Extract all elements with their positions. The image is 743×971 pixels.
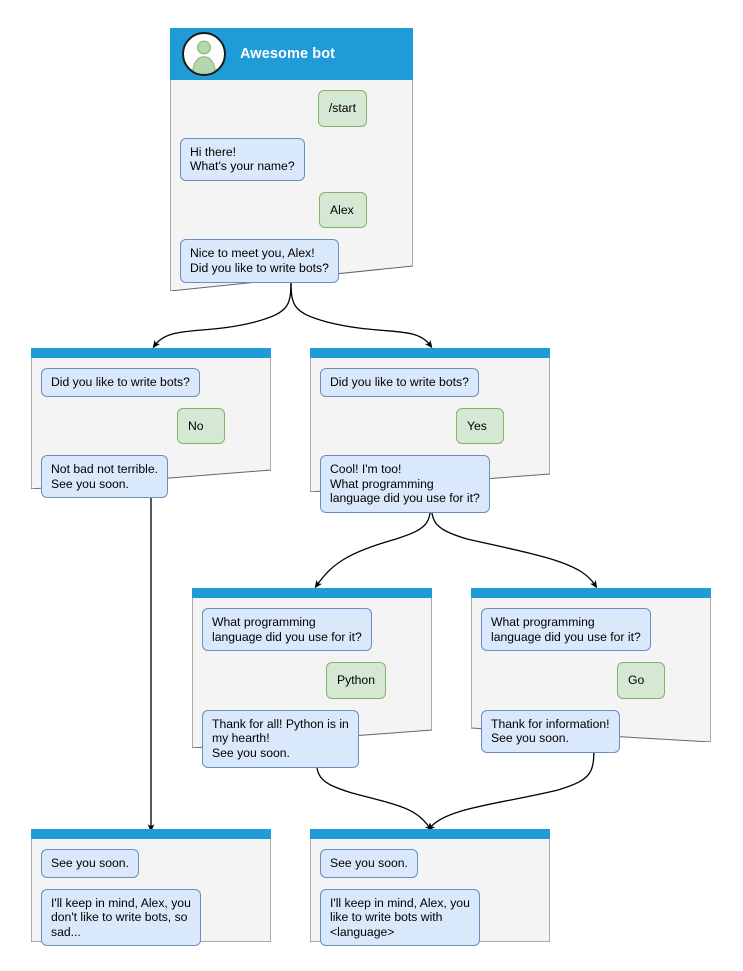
user-bubble[interactable]: No — [177, 407, 225, 445]
card-end-happy-messages: See you soon. I'll keep in mind, Alex, y… — [310, 839, 550, 963]
message-row: Thank for information! See you soon. — [481, 709, 701, 753]
card-answer-no[interactable]: Did you like to write bots? No Not bad n… — [31, 348, 271, 499]
user-bubble[interactable]: Python — [326, 662, 386, 699]
message-row: I'll keep in mind, Alex, you don't like … — [41, 888, 261, 947]
card-end-happy[interactable]: See you soon. I'll keep in mind, Alex, y… — [310, 829, 550, 947]
card-end-sad[interactable]: See you soon. I'll keep in mind, Alex, y… — [31, 829, 271, 947]
card-language-go-header — [471, 588, 711, 598]
card-language-python-messages: What programming language did you use fo… — [192, 598, 432, 785]
bot-bubble[interactable]: I'll keep in mind, Alex, you like to wri… — [320, 888, 480, 947]
message-row: I'll keep in mind, Alex, you like to wri… — [320, 888, 540, 947]
bot-bubble[interactable]: What programming language did you use fo… — [481, 608, 651, 652]
card-language-python-header — [192, 588, 432, 598]
message-row: Did you like to write bots? — [41, 368, 261, 397]
card-answer-yes[interactable]: Did you like to write bots? Yes Cool! I'… — [310, 348, 550, 513]
bot-bubble[interactable]: Nice to meet you, Alex! Did you like to … — [180, 239, 339, 283]
message-row: See you soon. — [320, 849, 540, 878]
message-row: What programming language did you use fo… — [202, 608, 422, 652]
bot-bubble[interactable]: Cool! I'm too! What programming language… — [320, 455, 490, 513]
card-language-go-messages: What programming language did you use fo… — [471, 598, 711, 770]
user-bubble[interactable]: Go — [617, 662, 665, 699]
bot-bubble[interactable]: Did you like to write bots? — [41, 368, 200, 397]
message-row: See you soon. — [41, 849, 261, 878]
bot-bubble[interactable]: What programming language did you use fo… — [202, 608, 372, 652]
card-end-sad-messages: See you soon. I'll keep in mind, Alex, y… — [31, 839, 271, 963]
card-end-sad-header — [31, 829, 271, 839]
card-language-python[interactable]: What programming language did you use fo… — [192, 588, 432, 768]
bot-bubble[interactable]: Thank for information! See you soon. — [481, 709, 620, 753]
bot-bubble[interactable]: Did you like to write bots? — [320, 368, 479, 397]
card-answer-no-messages: Did you like to write bots? No Not bad n… — [31, 358, 271, 515]
message-row: Did you like to write bots? — [320, 368, 540, 397]
card-start-messages: /start Hi there! What's your name? Alex … — [170, 80, 413, 300]
bot-bubble[interactable]: See you soon. — [41, 849, 139, 878]
card-answer-no-header — [31, 348, 271, 358]
message-row: Nice to meet you, Alex! Did you like to … — [180, 239, 403, 283]
message-row: Alex — [180, 191, 403, 229]
message-row: Thank for all! Python is in my hearth! S… — [202, 709, 422, 768]
bot-bubble[interactable]: Hi there! What's your name? — [180, 137, 305, 181]
message-row: Yes — [320, 407, 540, 445]
bot-title: Awesome bot — [240, 46, 336, 62]
card-start[interactable]: Awesome bot /start Hi there! What's your… — [170, 28, 413, 291]
bot-bubble[interactable]: Not bad not terrible. See you soon. — [41, 455, 169, 499]
message-row: Python — [202, 662, 422, 699]
message-row: Go — [481, 662, 701, 699]
bot-bubble[interactable]: I'll keep in mind, Alex, you don't like … — [41, 888, 201, 947]
card-language-go[interactable]: What programming language did you use fo… — [471, 588, 711, 753]
user-bubble[interactable]: Alex — [319, 191, 367, 229]
message-row: Hi there! What's your name? — [180, 137, 403, 181]
message-row: /start — [180, 90, 403, 127]
bot-bubble[interactable]: Thank for all! Python is in my hearth! S… — [202, 709, 359, 768]
card-answer-yes-messages: Did you like to write bots? Yes Cool! I'… — [310, 358, 550, 530]
card-end-happy-header — [310, 829, 550, 839]
user-bubble[interactable]: /start — [317, 90, 367, 127]
message-row: Cool! I'm too! What programming language… — [320, 455, 540, 513]
card-answer-yes-header — [310, 348, 550, 358]
person-avatar-icon — [182, 32, 226, 76]
message-row: Not bad not terrible. See you soon. — [41, 455, 261, 499]
bot-bubble[interactable]: See you soon. — [320, 849, 418, 878]
user-bubble[interactable]: Yes — [456, 407, 504, 445]
message-row: What programming language did you use fo… — [481, 608, 701, 652]
card-start-header: Awesome bot — [170, 28, 413, 80]
message-row: No — [41, 407, 261, 445]
